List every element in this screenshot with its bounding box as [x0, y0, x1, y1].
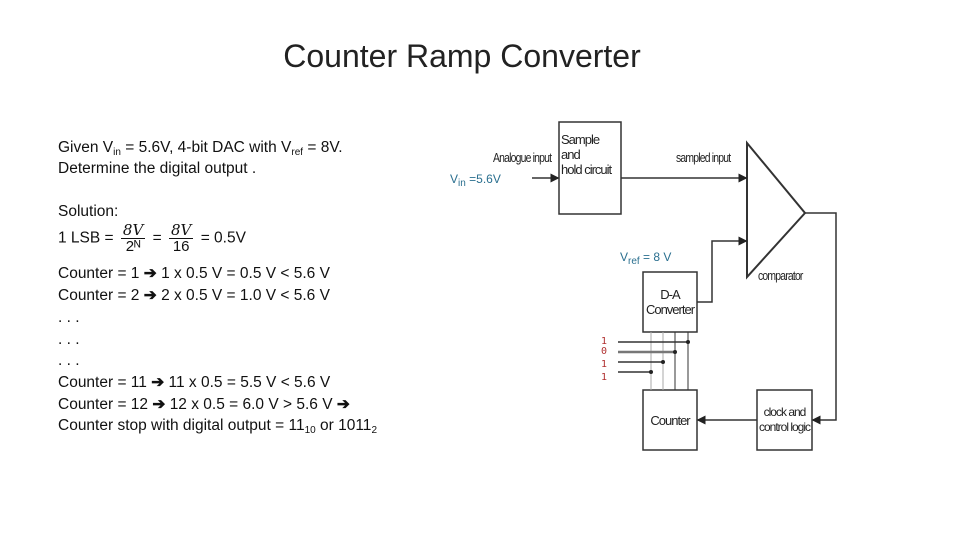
problem-line-2: Determine the digital output . [58, 160, 257, 177]
ellipsis: . . . [58, 352, 80, 369]
vref-label: Vref = 8 V [620, 250, 672, 267]
vin-label: Vin =5.6V [450, 172, 501, 189]
step-counter-2: Counter = 2 ➔ 2 x 0.5 V = 1.0 V < 5.6 V [58, 287, 330, 304]
bus-wires [618, 332, 689, 390]
step-counter-1: Counter = 1 ➔ 1 x 0.5 V = 0.5 V < 5.6 V [58, 265, 330, 282]
analogue-input-label: Analogue input [493, 150, 552, 165]
step-counter-12: Counter = 12 ➔ 12 x 0.5 = 6.0 V > 5.6 V … [58, 396, 350, 413]
final-result: Counter stop with digital output = 1110 … [58, 417, 377, 436]
sampled-input-label: sampled input [676, 150, 731, 165]
counter-label: Counter [650, 413, 690, 428]
bit-label: 0 [601, 346, 608, 357]
sample-hold-box [558, 121, 622, 215]
solution-heading: Solution: [58, 203, 119, 220]
bit-label: 1 [601, 359, 608, 370]
bit-label: 1 [601, 336, 608, 347]
slide-title: Counter Ramp Converter [283, 38, 641, 74]
arrow-icon: ➔ [143, 287, 157, 304]
step-counter-11: Counter = 11 ➔ 11 x 0.5 = 5.5 V < 5.6 V [58, 374, 331, 391]
ellipsis: . . . [58, 309, 80, 326]
problem-line-1: Given Vin = 5.6V, 4-bit DAC with Vref = … [58, 139, 343, 158]
bit-label: 1 [601, 372, 608, 383]
comparator-output-wire [805, 212, 837, 425]
arrow-icon: ➔ [143, 265, 157, 282]
ellipsis: . . . [58, 331, 80, 348]
arrow-icon: ➔ [151, 374, 165, 391]
arrow-icon: ➔ [152, 396, 166, 413]
dac-output-wire [697, 236, 748, 303]
arrow-icon: ➔ [336, 396, 350, 413]
comparator-triangle [746, 140, 807, 280]
comparator-label: comparator [758, 268, 803, 283]
